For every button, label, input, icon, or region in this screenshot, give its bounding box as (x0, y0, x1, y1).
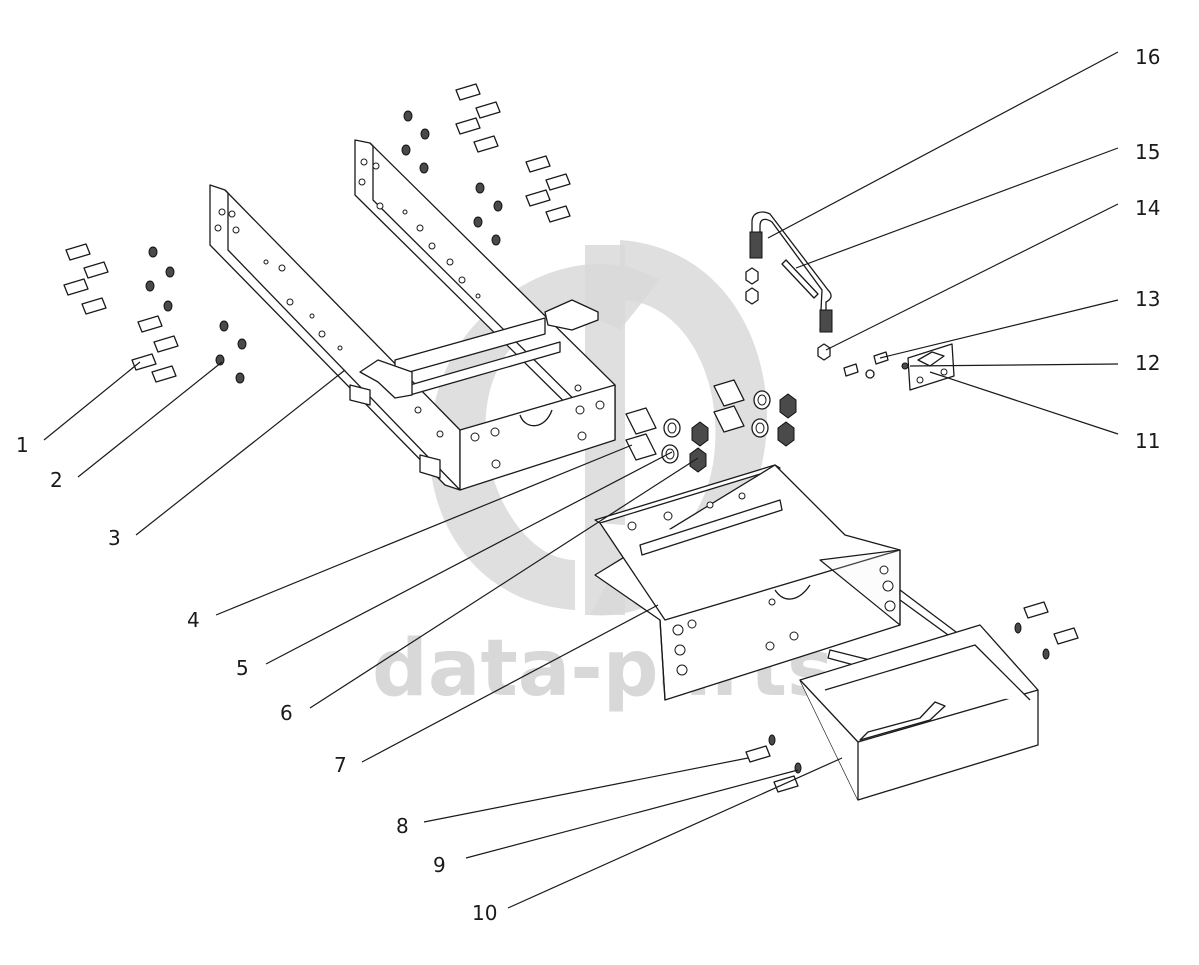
callout-7: 7 (334, 753, 347, 777)
part-3-side-rail-left (209, 184, 461, 491)
leader-9 (465, 769, 799, 859)
leader-15 (795, 147, 1119, 269)
leader-10 (507, 757, 843, 909)
callout-11: 11 (1135, 429, 1160, 453)
leader-8 (423, 757, 749, 823)
leader-2 (77, 361, 223, 478)
callout-3: 3 (108, 526, 121, 550)
part-4-large-bolts (625, 379, 745, 461)
callout-9: 9 (433, 853, 446, 877)
part-11-bracket-plate (907, 343, 955, 391)
leader-1 (43, 361, 141, 441)
callout-4: 4 (187, 608, 200, 632)
leader-3 (135, 369, 346, 536)
part-10-tray (799, 624, 1039, 801)
leader-13 (879, 299, 1119, 359)
callout-12: 12 (1135, 351, 1160, 375)
callout-1: 1 (16, 433, 29, 457)
leader-lines (43, 51, 1119, 909)
leader-5 (265, 451, 673, 665)
part-2-washers-left (145, 246, 247, 384)
part-12-washer (865, 362, 909, 379)
callout-5: 5 (236, 656, 249, 680)
part-8-bolt (745, 601, 1079, 793)
part-15-plate-strip (781, 259, 819, 299)
leader-4 (215, 444, 633, 616)
leader-6 (309, 457, 699, 709)
part-3-side-rail-right (354, 139, 616, 441)
leader-11 (929, 371, 1119, 435)
part-6-large-nuts (689, 393, 797, 473)
callout-labels: 1 2 3 4 5 6 7 8 9 10 11 12 13 14 15 16 (16, 45, 1160, 925)
callout-6: 6 (280, 701, 293, 725)
leader-7 (361, 604, 659, 763)
part-14-nuts (745, 267, 831, 361)
callout-16: 16 (1135, 45, 1160, 69)
leader-14 (825, 203, 1119, 351)
part-1-bolts-top (455, 83, 571, 223)
leader-16 (767, 51, 1119, 239)
callout-15: 15 (1135, 140, 1160, 164)
part-1-bolts-left (63, 243, 179, 383)
callout-2: 2 (50, 468, 63, 492)
callout-13: 13 (1135, 287, 1160, 311)
callout-8: 8 (396, 814, 409, 838)
part-5-large-washers (661, 390, 771, 464)
part-9-washer (768, 622, 1050, 774)
callout-10: 10 (472, 901, 497, 925)
callout-14: 14 (1135, 196, 1160, 220)
leader-12 (909, 363, 1119, 367)
frame-front-crossmember (359, 299, 616, 491)
part-2-washers-top (401, 110, 503, 246)
